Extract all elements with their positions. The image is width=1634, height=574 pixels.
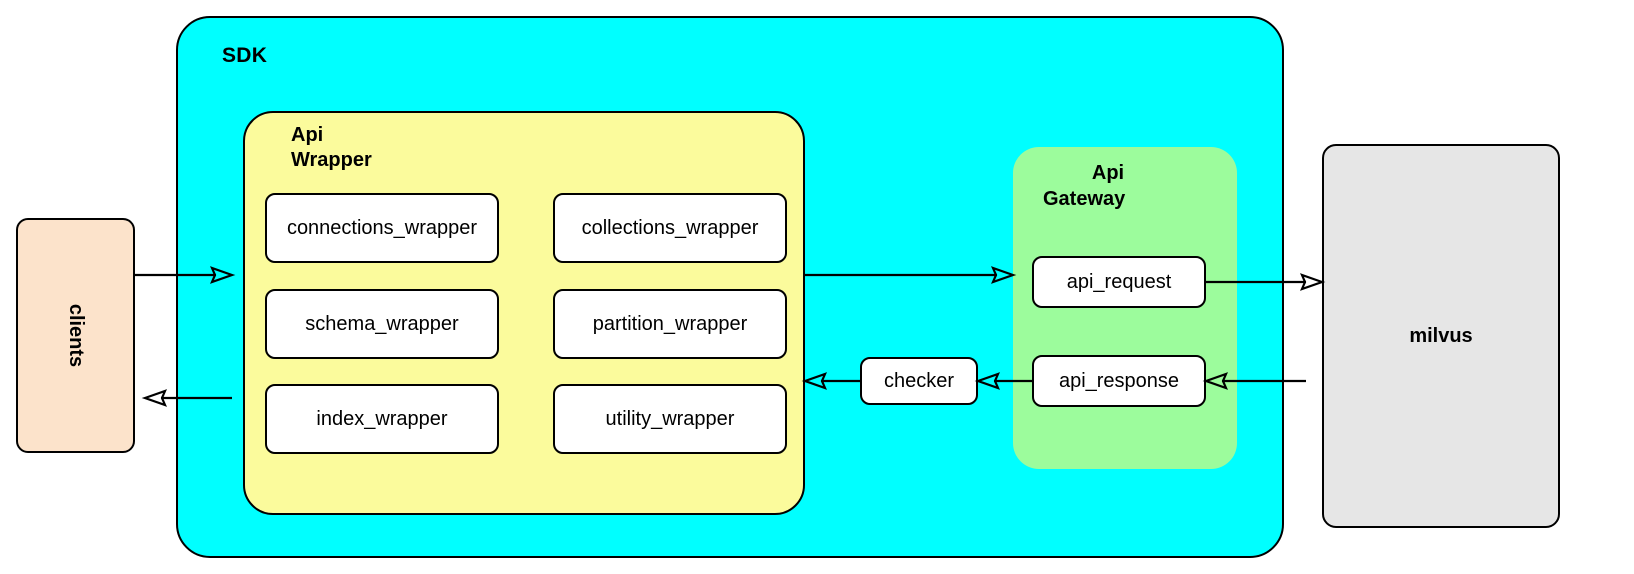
milvus-node[interactable]: milvus [1322, 144, 1560, 528]
api-wrapper-label-line1: Api [291, 124, 324, 146]
index-wrapper-label: index_wrapper [316, 407, 448, 430]
api-response-label: api_response [1058, 369, 1180, 392]
checker-node[interactable]: checker [860, 357, 978, 405]
sdk-label: SDK [222, 44, 268, 67]
connections-wrapper-node[interactable]: connections_wrapper [265, 193, 499, 263]
schema-wrapper-label: schema_wrapper [305, 312, 459, 335]
index-wrapper-node[interactable]: index_wrapper [265, 384, 499, 454]
partition-wrapper-node[interactable]: partition_wrapper [553, 289, 787, 359]
api-gateway-label: Api Gateway [1043, 160, 1173, 212]
collections-wrapper-label: collections_wrapper [581, 216, 759, 239]
checker-label: checker [883, 369, 955, 392]
api-request-node[interactable]: api_request [1032, 256, 1206, 308]
api-wrapper-label: Api Wrapper [291, 123, 431, 174]
api-gateway-label-line2: Gateway [1043, 188, 1126, 210]
utility-wrapper-node[interactable]: utility_wrapper [553, 384, 787, 454]
milvus-label: milvus [1409, 324, 1473, 347]
partition-wrapper-label: partition_wrapper [592, 312, 748, 335]
clients-label: clients [64, 303, 87, 368]
api-response-node[interactable]: api_response [1032, 355, 1206, 407]
utility-wrapper-label: utility_wrapper [605, 407, 735, 430]
api-wrapper-label-line2: Wrapper [291, 149, 372, 172]
clients-node[interactable]: clients [16, 218, 135, 453]
api-request-label: api_request [1066, 270, 1172, 293]
connections-wrapper-label: connections_wrapper [286, 216, 478, 239]
schema-wrapper-node[interactable]: schema_wrapper [265, 289, 499, 359]
api-gateway-label-line1: Api [1091, 162, 1125, 184]
collections-wrapper-node[interactable]: collections_wrapper [553, 193, 787, 263]
api-gateway-container[interactable]: Api Gateway [1013, 147, 1237, 469]
